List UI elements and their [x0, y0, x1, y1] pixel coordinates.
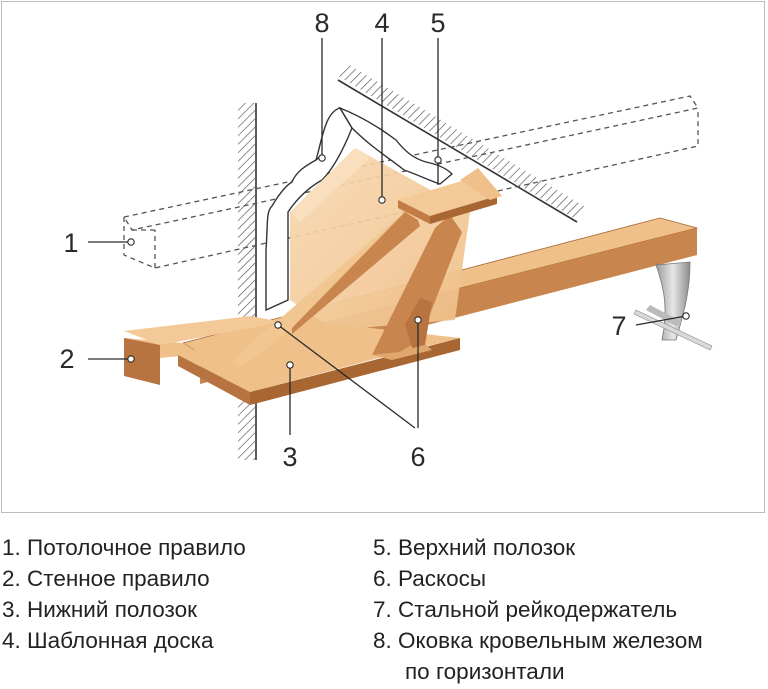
legend-item-7: 7. Стальной рейкодержатель	[373, 597, 678, 622]
legend-column-right: 5. Верхний полозок 6. Раскосы 7. Стально…	[373, 532, 703, 687]
legend-item-5: 5. Верхний полозок	[373, 535, 576, 560]
legend-item-3: 3. Нижний полозок	[2, 597, 197, 622]
legend-item-1: 1. Потолочное правило	[2, 535, 246, 560]
ceiling-rule-dashed	[122, 95, 700, 269]
callout-7: 7	[611, 311, 626, 341]
callout-leaders	[88, 38, 687, 435]
legend-item-8: 8. Оковка кровельным железом	[373, 628, 703, 653]
callout-4: 4	[374, 8, 389, 38]
diagonal-slat	[232, 212, 420, 368]
legend-column-left: 1. Потолочное правило 2. Стенное правило…	[2, 532, 246, 656]
callout-1: 1	[63, 228, 78, 258]
callout-5: 5	[430, 8, 445, 38]
legend-item-6: 6. Раскосы	[373, 566, 487, 591]
callout-2: 2	[59, 344, 74, 374]
legend-item-2: 2. Стенное правило	[2, 566, 210, 591]
top-runner	[398, 168, 502, 224]
steel-rail-holder	[633, 261, 713, 351]
ceiling-hatching	[337, 64, 587, 223]
legend-item-8-continued: по горизонтали	[405, 659, 565, 684]
wall-hatching	[238, 103, 257, 460]
diagram-canvas: 8 4 5 1 2 3 6 7	[59, 8, 713, 472]
callout-8: 8	[314, 8, 329, 38]
legend-item-4: 4. Шаблонная доска	[2, 628, 214, 653]
legend: 1. Потолочное правило 2. Стенное правило…	[0, 532, 768, 689]
callout-6: 6	[410, 442, 425, 472]
callout-3: 3	[282, 442, 297, 472]
callout-dots	[127, 154, 690, 369]
